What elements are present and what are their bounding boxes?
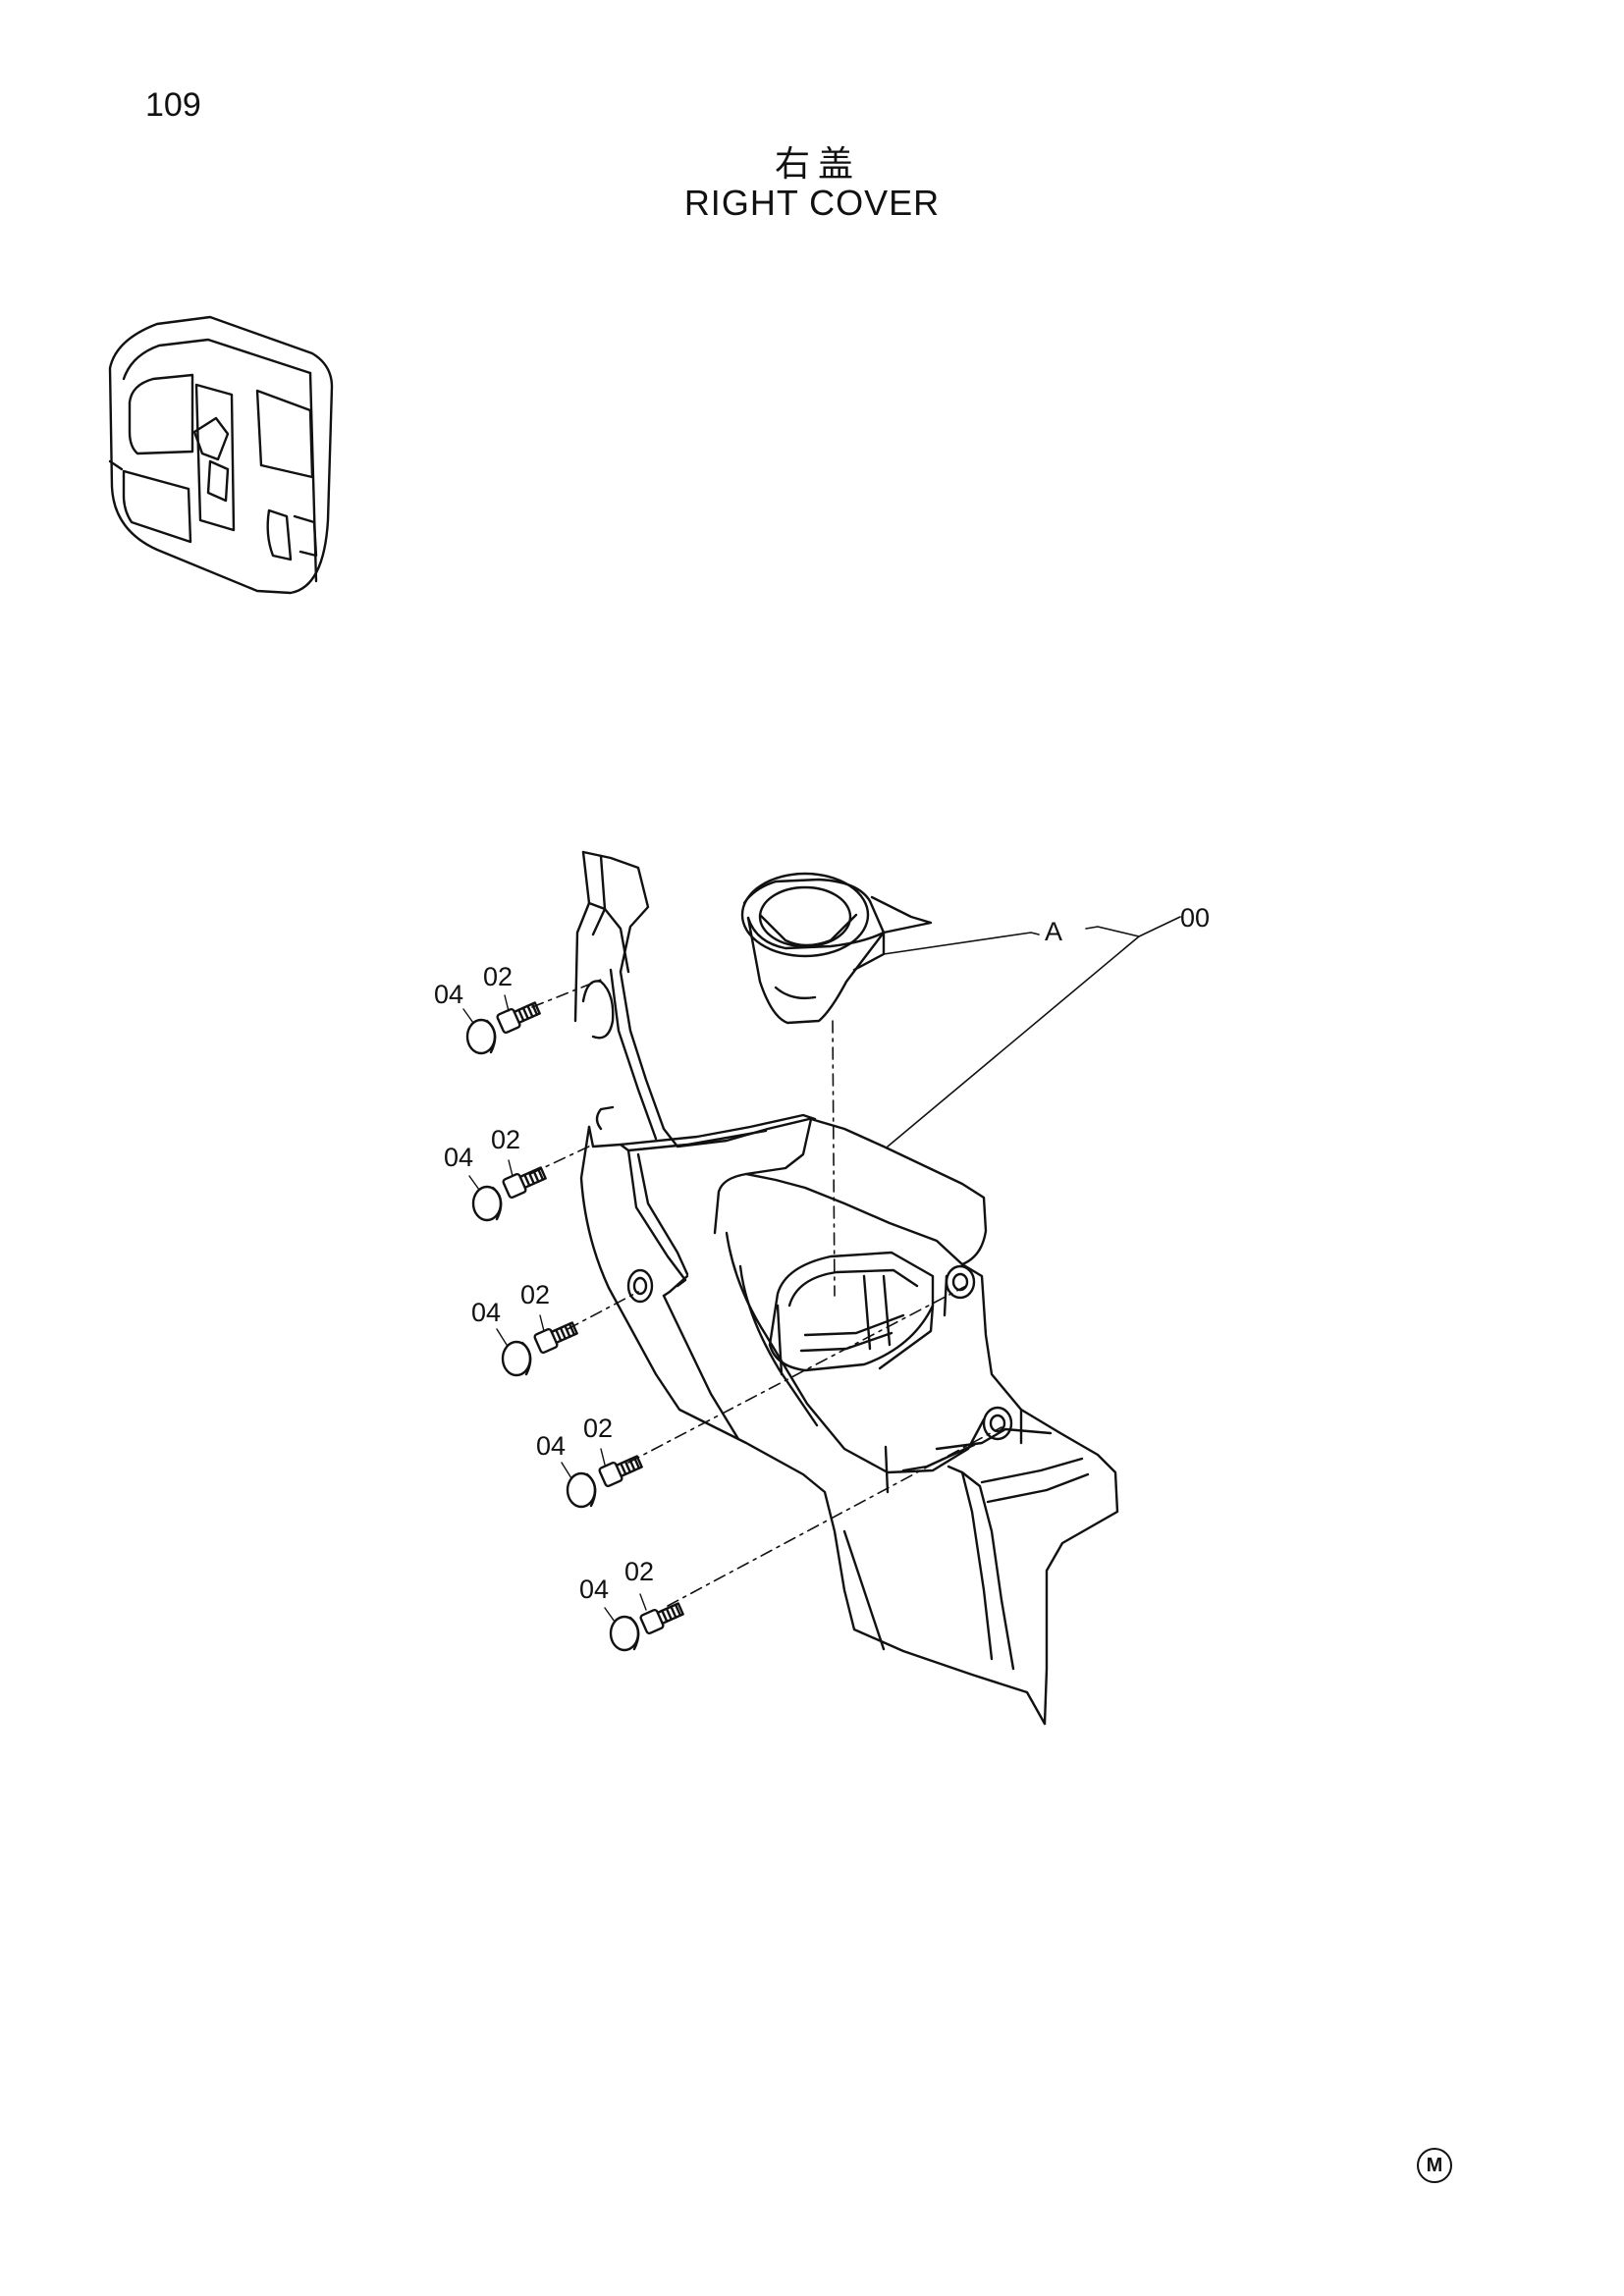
callout-02: 02 [583,1414,613,1443]
cap-5 [609,1615,640,1652]
callout-00: 00 [1180,903,1210,933]
cap-1 [465,1018,497,1055]
callout-02: 02 [491,1125,520,1154]
callout-04: 04 [444,1143,473,1172]
fastener-bolt-4 [598,1455,643,1488]
cap-3 [501,1340,532,1377]
callout-a: A [1045,917,1062,946]
right-cover-part [573,850,1119,1726]
cab-locator-icon [108,315,334,595]
manufacturer-mark-icon: M [1417,2148,1452,2183]
fastener-bolt-3 [533,1321,578,1355]
callout-02: 02 [520,1280,550,1309]
title-chinese: 右盖 [774,144,861,185]
callout-02: 02 [483,962,513,991]
fastener-bolt-1 [496,1001,541,1035]
page-number: 109 [145,86,201,124]
fastener-bolt-2 [502,1166,547,1200]
cup-holder-part [740,872,933,1025]
callout-04: 04 [434,980,463,1009]
callout-04: 04 [536,1431,566,1461]
cap-4 [566,1471,597,1509]
title-english: RIGHT COVER [683,183,941,223]
fastener-bolt-5 [639,1602,684,1635]
callout-02: 02 [624,1557,654,1586]
cap-2 [471,1185,503,1222]
callout-04: 04 [579,1575,609,1604]
callout-04: 04 [471,1298,501,1327]
